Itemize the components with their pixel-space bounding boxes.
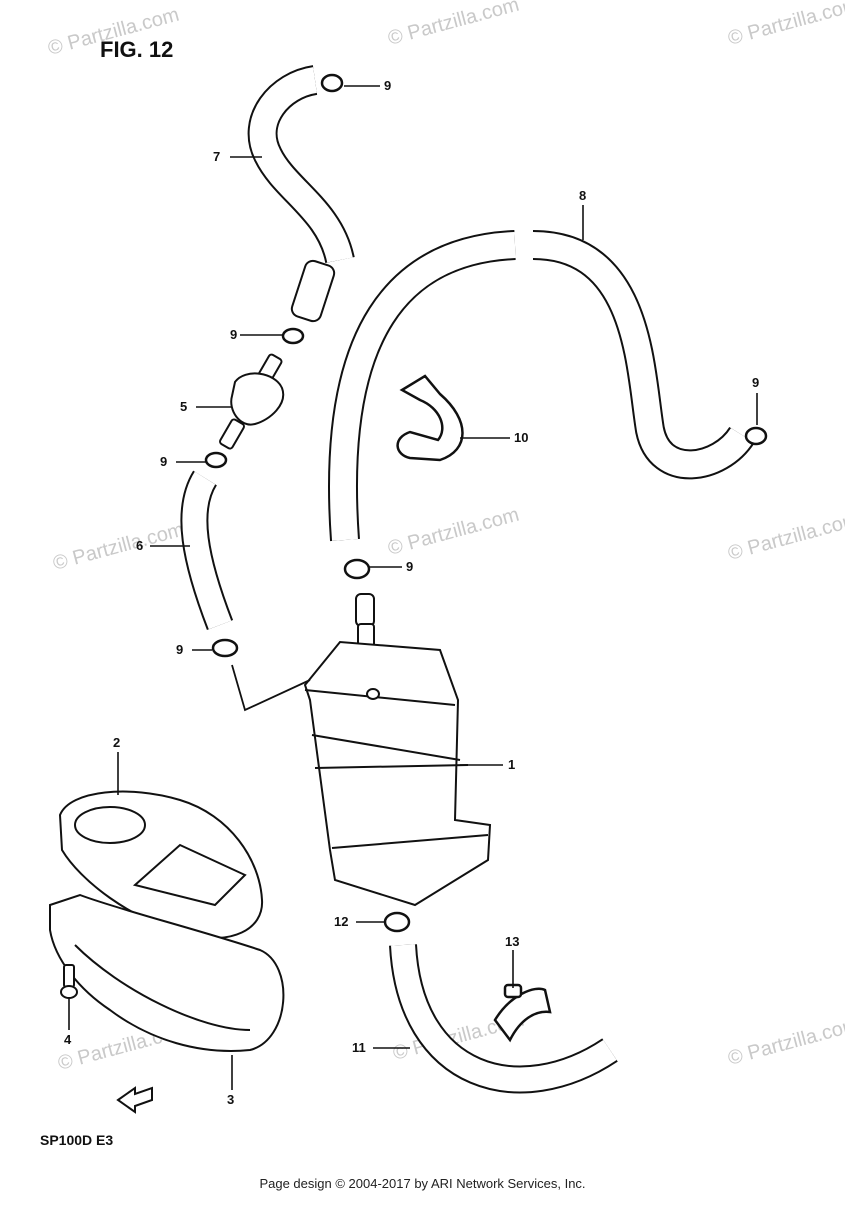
page-footer: Page design © 2004-2017 by ARI Network S…: [259, 1176, 586, 1191]
watermark: © Partzilla.com: [386, 504, 522, 560]
model-code: SP100D E3: [40, 1132, 113, 1148]
clamp-9-filter-top[interactable]: [281, 327, 305, 345]
figure-title: FIG. 12: [100, 37, 173, 62]
clamp-9-right[interactable]: [744, 426, 768, 446]
case-3[interactable]: [49, 893, 285, 1052]
callouts: 9 7 8 9 5 9 6 9 10 9 9 1 2 12 13 4 11 3: [64, 78, 759, 1107]
watermark: © Partzilla.com: [726, 1014, 845, 1070]
callout-3: 3: [227, 1092, 234, 1107]
callout-4: 4: [64, 1032, 72, 1047]
watermark: © Partzilla.com: [386, 0, 522, 50]
callout-12: 12: [334, 914, 348, 929]
hose-8[interactable]: [327, 230, 755, 542]
callout-5: 5: [180, 399, 187, 414]
callout-9: 9: [384, 78, 391, 93]
callout-1: 1: [508, 757, 515, 772]
callout-13: 13: [505, 934, 519, 949]
front-arrow-icon: [116, 1086, 153, 1114]
clamp-9-hose6-bottom[interactable]: [211, 638, 239, 658]
callout-8: 8: [579, 188, 586, 203]
connection-line: [231, 664, 311, 712]
callout-9: 9: [230, 327, 237, 342]
clamp-12[interactable]: [383, 911, 411, 933]
cover-2[interactable]: [58, 790, 264, 940]
clamp-9-canister[interactable]: [343, 558, 371, 580]
callout-9: 9: [752, 375, 759, 390]
callout-6: 6: [136, 538, 143, 553]
callout-7: 7: [213, 149, 220, 164]
bolt-4[interactable]: [60, 964, 78, 999]
hose-7[interactable]: [247, 65, 355, 323]
band-13[interactable]: [493, 983, 552, 1043]
callout-11: 11: [352, 1040, 366, 1055]
callout-9: 9: [406, 559, 413, 574]
clamp-9-filter-bottom[interactable]: [204, 451, 228, 469]
leader-lines: [68, 85, 758, 1090]
hose-11[interactable]: [389, 944, 618, 1094]
fuel-filter-5[interactable]: [219, 353, 285, 450]
callout-10: 10: [514, 430, 528, 445]
band-10[interactable]: [396, 374, 464, 462]
hose-6[interactable]: [180, 470, 234, 631]
canister-1[interactable]: [303, 593, 492, 907]
callout-9: 9: [160, 454, 167, 469]
watermark: © Partzilla.com: [726, 0, 845, 50]
watermark: © Partzilla.com: [726, 509, 845, 565]
clamp-9-top[interactable]: [320, 73, 344, 93]
callout-2: 2: [113, 735, 120, 750]
callout-9: 9: [176, 642, 183, 657]
